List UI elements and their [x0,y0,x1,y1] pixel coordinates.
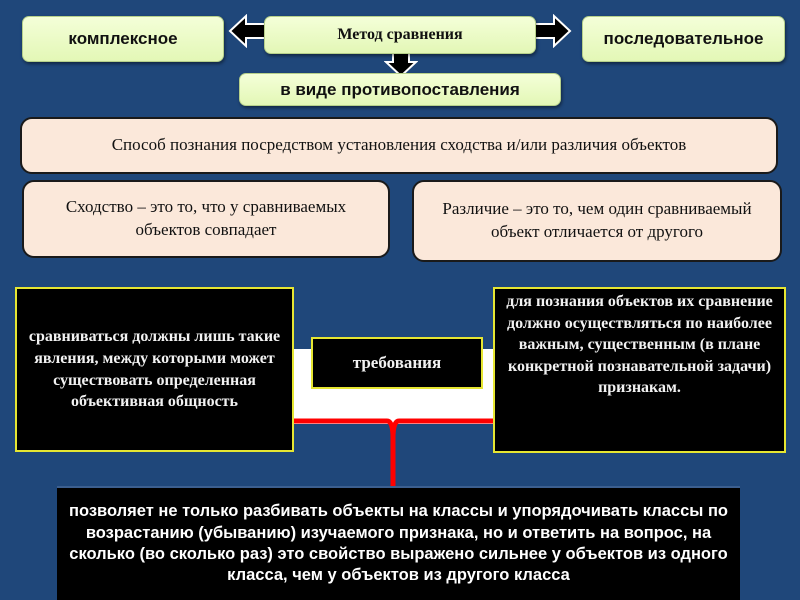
difference-box: Различие – это то, чем один сравниваемый… [412,180,782,262]
difference-text: Различие – это то, чем один сравниваемый… [442,199,752,241]
requirement-right-box: для познания объектов их сравнение должн… [493,287,786,453]
red-bracket-connector [292,418,494,486]
definition-box: Способ познания посредством установления… [20,117,778,174]
requirements-label-box: требования [311,337,483,389]
similarity-text: Сходство – это то, что у сравниваемых об… [65,197,347,239]
comparison-method-title: Метод сравнения [337,26,463,43]
opposition-label: в виде противопоставления [280,79,520,99]
requirement-right-text: для познания объектов их сравнение должн… [506,293,773,397]
conclusion-box: позволяет не только разбивать объекты на… [57,486,740,600]
complex-method-box: комплексное [22,16,224,62]
requirements-label: требования [352,352,442,372]
sequential-method-box: последовательное [582,16,785,62]
conclusion-text: позволяет не только разбивать объекты на… [69,502,728,585]
comparison-method-box: Метод сравнения [264,16,536,54]
complex-method-label: комплексное [68,29,178,48]
sequential-method-label: последовательное [603,28,764,48]
requirement-left-box: сравниваться должны лишь такие явления, … [15,287,294,452]
opposition-box: в виде противопоставления [239,73,561,106]
arrow-left-icon [228,14,267,48]
arrow-right-icon [533,14,572,48]
requirement-left-text: сравниваться должны лишь такие явления, … [28,328,281,411]
definition-text: Способ познания посредством установления… [111,135,687,155]
similarity-box: Сходство – это то, что у сравниваемых об… [22,180,390,258]
